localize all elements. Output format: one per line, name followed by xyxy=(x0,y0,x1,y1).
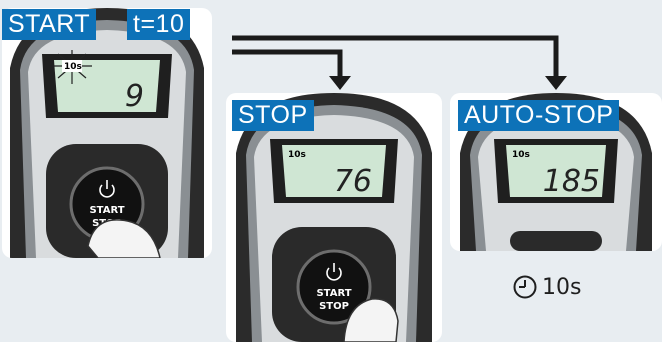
device-illustration-start: 10s 9 START STOP xyxy=(2,8,212,258)
lcd-time: 10s xyxy=(64,62,82,72)
arrowhead-stop xyxy=(329,76,351,90)
panel-start: 10s 9 START STOP xyxy=(2,8,212,258)
button-label-bottom: STOP xyxy=(319,301,349,312)
label-stop: STOP xyxy=(232,100,314,131)
arrowhead-auto-stop xyxy=(545,76,567,90)
lcd-value: 76 xyxy=(334,164,372,199)
label-start: START xyxy=(2,9,96,40)
lcd-value: 185 xyxy=(543,164,600,199)
button-label-top: START xyxy=(89,205,124,216)
clock-icon xyxy=(512,274,538,300)
lcd-time: 10s xyxy=(288,150,306,160)
timer-value: 10s xyxy=(542,275,581,300)
arrow-to-stop xyxy=(232,52,340,80)
timer-indicator: 10s xyxy=(512,272,581,302)
arrow-to-auto-stop xyxy=(232,38,556,80)
label-auto-stop: AUTO-STOP xyxy=(458,100,619,131)
lcd-time: 10s xyxy=(512,150,530,160)
lcd-value: 9 xyxy=(125,79,144,114)
label-time: t=10 xyxy=(127,9,190,40)
button-label-top: START xyxy=(316,288,351,299)
